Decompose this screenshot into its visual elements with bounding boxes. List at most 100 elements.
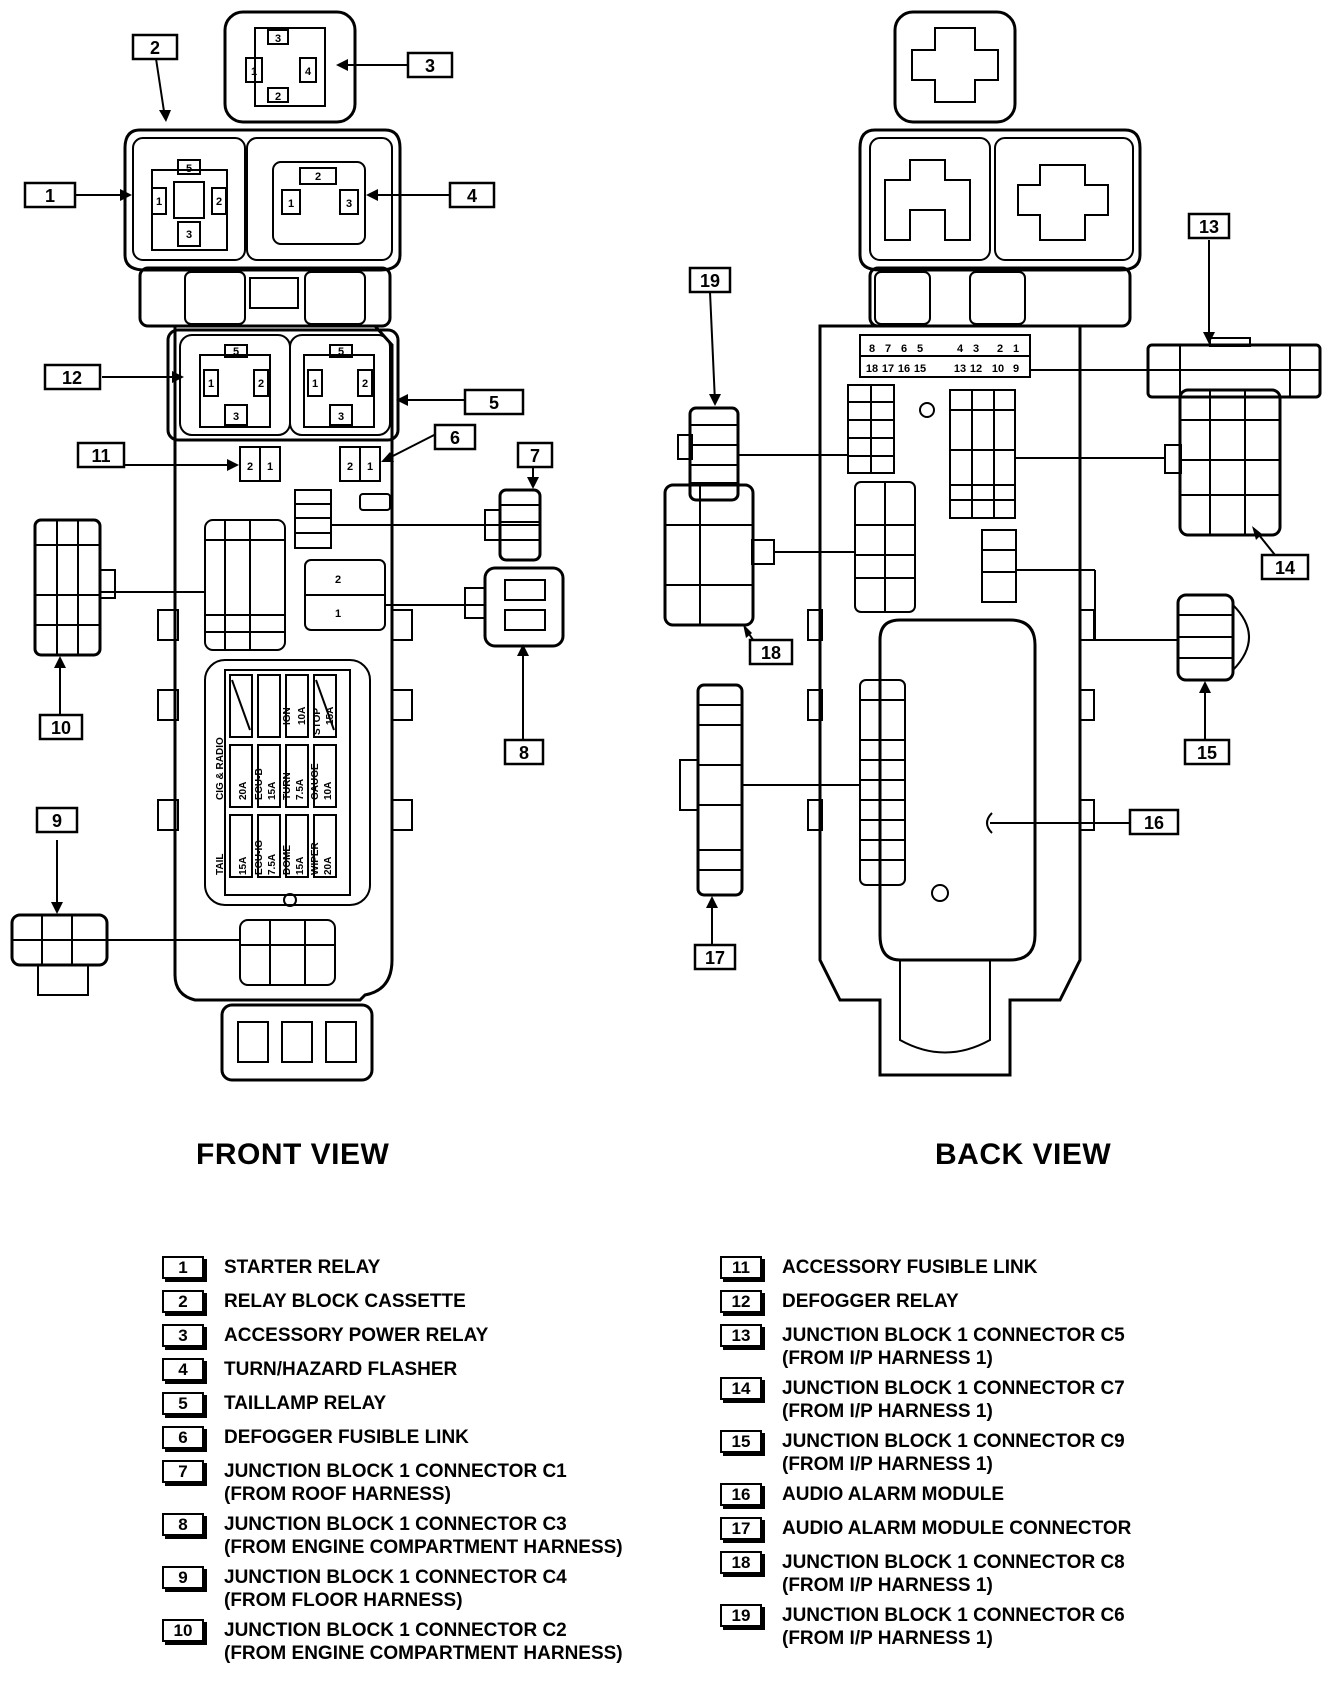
fuse-label: TAIL — [215, 854, 226, 875]
svg-text:9: 9 — [52, 811, 62, 831]
legend-sublabel: (FROM ROOF HARNESS) — [224, 1484, 451, 1505]
back-view-title: BACK VIEW — [935, 1138, 1112, 1171]
legend-number: 8 — [162, 1513, 204, 1536]
callout-8: 8 — [503, 738, 545, 766]
callout-5: 5 — [463, 388, 525, 416]
legend-label: DEFOGGER FUSIBLE LINK — [224, 1427, 469, 1448]
fuse-label: 20A — [238, 782, 249, 800]
legend-number: 9 — [162, 1566, 204, 1589]
legend-number: 11 — [720, 1256, 762, 1279]
svg-text:15: 15 — [1197, 743, 1217, 763]
callout-9: 9 — [35, 806, 79, 834]
legend-label: DEFOGGER RELAY — [782, 1291, 959, 1312]
pin-label: 2 — [335, 574, 341, 586]
legend-sublabel: (FROM ENGINE COMPARTMENT HARNESS) — [224, 1643, 623, 1664]
legend-number: 18 — [720, 1551, 762, 1574]
pin-label: 10 — [992, 363, 1004, 375]
pin-label: 3 — [973, 343, 979, 355]
legend-sublabel: (FROM FLOOR HARNESS) — [224, 1590, 463, 1611]
fuse-label: 10A — [323, 782, 334, 800]
callout-18: 18 — [748, 638, 794, 666]
callout-16: 16 — [1128, 808, 1180, 836]
fuse-label: GAUGE — [310, 763, 321, 800]
legend-label: STARTER RELAY — [224, 1257, 381, 1278]
pin-label: 2 — [275, 91, 281, 103]
pin-label: 4 — [305, 66, 312, 78]
legend-label: RELAY BLOCK CASSETTE — [224, 1291, 466, 1312]
svg-text:5: 5 — [489, 393, 499, 413]
pin-label: 18 — [866, 363, 878, 375]
legend-label: ACCESSORY POWER RELAY — [224, 1325, 489, 1346]
legend-label: JUNCTION BLOCK 1 CONNECTOR C5 — [782, 1325, 1125, 1346]
pin-label: 1 — [1013, 343, 1019, 355]
pin-label: 3 — [275, 33, 281, 45]
svg-text:17: 17 — [705, 948, 725, 968]
pin-label: 8 — [869, 343, 875, 355]
legend-item: 2 RELAY BLOCK CASSETTE — [162, 1290, 722, 1317]
fuse-label: ECU-IG — [254, 840, 265, 875]
callout-3: 3 — [406, 51, 454, 79]
svg-text:10: 10 — [51, 718, 71, 738]
pin-label: 1 — [335, 608, 341, 620]
callout-12: 12 — [43, 363, 102, 391]
fuse-label: 7.5A — [267, 854, 278, 875]
legend-item: 4 TURN/HAZARD FLASHER — [162, 1358, 722, 1385]
callout-19: 19 — [688, 266, 732, 294]
callout-13: 13 — [1187, 212, 1231, 240]
pin-label: 6 — [901, 343, 907, 355]
pin-label: 15 — [914, 363, 926, 375]
back-view-drawing: 8 7 6 5 4 3 2 1 18 17 16 15 13 12 10 9 — [663, 10, 1322, 1077]
fuse-label: 20A — [323, 857, 334, 875]
fuse-label: 10A — [297, 707, 308, 725]
legend-number: 12 — [720, 1290, 762, 1313]
pin-label: 2 — [258, 378, 264, 390]
front-view-drawing: 3 1 4 2 5 1 2 3 2 1 3 — [10, 10, 565, 1082]
pin-label: 3 — [233, 411, 239, 423]
legend-label: AUDIO ALARM MODULE CONNECTOR — [782, 1518, 1132, 1539]
legend-sublabel: (FROM I/P HARNESS 1) — [782, 1454, 993, 1475]
legend-label: TAILLAMP RELAY — [224, 1393, 387, 1414]
c5-pin-row: 8 7 6 5 4 3 2 1 18 17 16 15 13 12 10 9 — [866, 343, 1019, 375]
pin-label: 3 — [338, 411, 344, 423]
legend-number: 4 — [162, 1358, 204, 1381]
legend-number: 15 — [720, 1430, 762, 1453]
legend-label: JUNCTION BLOCK 1 CONNECTOR C2 — [224, 1620, 567, 1641]
legend-number: 14 — [720, 1377, 762, 1400]
pin-label: 1 — [288, 198, 294, 210]
svg-text:12: 12 — [62, 368, 82, 388]
legend-label: TURN/HAZARD FLASHER — [224, 1359, 458, 1380]
svg-text:1: 1 — [45, 186, 55, 206]
fuse-label: IGN — [282, 707, 293, 725]
legend-label: JUNCTION BLOCK 1 CONNECTOR C7 — [782, 1378, 1125, 1399]
pin-label: 5 — [233, 346, 239, 358]
legend-sublabel: (FROM ENGINE COMPARTMENT HARNESS) — [224, 1537, 623, 1558]
legend-number: 2 — [162, 1290, 204, 1313]
pin-label: 4 — [957, 343, 964, 355]
svg-text:6: 6 — [450, 428, 460, 448]
callout-17: 17 — [693, 943, 737, 971]
legend-sublabel: (FROM I/P HARNESS 1) — [782, 1401, 993, 1422]
svg-text:14: 14 — [1275, 558, 1295, 578]
pin-label: 1 — [251, 66, 257, 78]
fuse-label: 15A — [267, 782, 278, 800]
fuse-label: TURN — [282, 772, 293, 800]
legend-number: 19 — [720, 1604, 762, 1627]
legend-item: 1 STARTER RELAY — [162, 1256, 722, 1283]
fuse-label: 15A — [295, 857, 306, 875]
callout-7: 7 — [516, 441, 554, 469]
pin-label: 1 — [312, 378, 318, 390]
legend-label: JUNCTION BLOCK 1 CONNECTOR C3 — [224, 1514, 567, 1535]
fuse-label: 15A — [238, 857, 249, 875]
legend-number: 1 — [162, 1256, 204, 1279]
callouts: 1 2 3 4 5 6 7 8 9 10 11 12 13 14 15 16 1… — [23, 33, 1310, 971]
pin-label: 1 — [367, 461, 373, 473]
callout-14: 14 — [1260, 553, 1310, 581]
fuse-label: 7.5A — [295, 779, 306, 800]
callout-15: 15 — [1183, 738, 1231, 766]
